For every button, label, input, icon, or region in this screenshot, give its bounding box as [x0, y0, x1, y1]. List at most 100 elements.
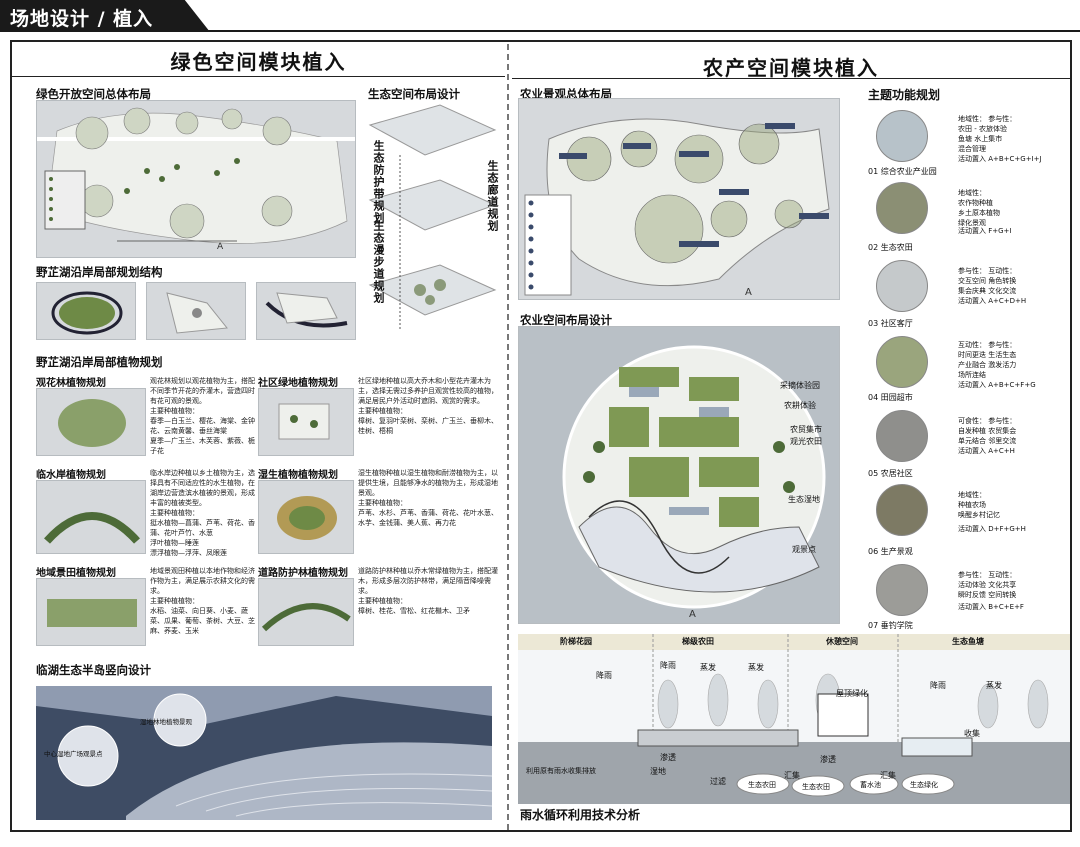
- farm-label-market: 农贸集市: [790, 425, 822, 434]
- theme-text-5: 可食性： 参与性： 自发种植 农贸集会 单元结合 邻里交流: [958, 417, 1017, 445]
- rain-section-diagram: [518, 634, 1070, 804]
- section-farm-landscape: 农业景观总体布局: [520, 87, 612, 101]
- header-rule: [0, 30, 1080, 32]
- theme-act-7: 活动置入 B+C+E+F: [958, 603, 1024, 611]
- section-theme-function: 主题功能规划: [868, 88, 941, 102]
- theme-thumb-6: [876, 484, 928, 536]
- rain-word-14: 汇集: [880, 771, 896, 780]
- rain-word-1: 降雨: [596, 671, 612, 680]
- rain-word-4: 蒸发: [748, 663, 764, 672]
- peninsula-label-center: 中心湿地广场观景点: [44, 750, 103, 758]
- cycle-label-1: 生态农田: [748, 781, 776, 789]
- plant-item-title-2: 社区绿地植物规划: [258, 378, 338, 389]
- rain-word-3: 蒸发: [700, 663, 716, 672]
- theme-text-3: 参与性： 互动性： 交互空间 角色转换 集会庆典 文化交流: [958, 267, 1017, 295]
- theme-name-5: 05 农居社区: [868, 469, 913, 478]
- right-panel-title: 农产空间模块植入: [703, 56, 879, 80]
- green-overall-map: A: [36, 100, 356, 258]
- peninsula-section-svg: [36, 686, 492, 820]
- shore-structure-map-1: [36, 282, 136, 340]
- theme-name-6: 06 生产景观: [868, 547, 913, 556]
- eco-layers-diagram: [360, 100, 505, 350]
- rain-header-3: 休憩空间: [826, 637, 858, 646]
- section-peninsula-vertical: 临湖生态半岛竖向设计: [36, 663, 151, 677]
- farm-label-wetland: 生态湿地: [788, 495, 820, 504]
- eco-label-protection: 生态防护带规划: [372, 140, 385, 224]
- green-overall-svg: A: [37, 107, 355, 252]
- theme-name-3: 03 社区客厅: [868, 319, 913, 328]
- theme-act-6: 活动置入 D+F+G+H: [958, 525, 1026, 533]
- plant-item-note-2: 社区绿地种植以高大乔木和小型花卉灌木为主，选择无需过多养护且观赏性较高的植物，满…: [358, 377, 498, 435]
- theme-text-1: 地域性： 参与性： 农田 - 农旅体验 鱼塘 水上集市 混合管理: [958, 115, 1017, 153]
- header-title: 场地设计 / 植入: [10, 8, 154, 30]
- rain-header-4: 生态鱼塘: [952, 637, 984, 646]
- theme-text-4: 互动性： 参与性： 时间更迭 生活生态 产业融合 激发活力 场所连结: [958, 341, 1017, 379]
- left-title-rule: [12, 76, 505, 77]
- theme-name-2: 02 生态农田: [868, 243, 913, 252]
- cycle-label-4: 生态绿化: [910, 781, 938, 789]
- theme-act-5: 活动置入 A+C+H: [958, 447, 1015, 455]
- rain-word-10: 收集: [964, 729, 980, 738]
- section-rain-cycle: 雨水循环利用技术分析: [520, 808, 641, 822]
- plant-item-title-3: 临水岸植物规划: [36, 470, 106, 481]
- header-banner: 场地设计 / 植入: [0, 0, 210, 32]
- plant-item-map-4: [258, 480, 354, 554]
- shore-structure-map-3: [256, 282, 356, 340]
- farm-label-farming: 农耕体验: [784, 401, 816, 410]
- theme-thumb-5: [876, 410, 928, 462]
- section-eco-layout: 生态空间布局设计: [368, 87, 460, 101]
- rain-word-12: 湿地: [650, 767, 666, 776]
- section-green-overall: 绿色开放空间总体布局: [36, 87, 151, 101]
- section-plant-plan: 野芷湖沿岸局部植物规划: [36, 355, 163, 369]
- rain-word-7: 屋顶绿化: [836, 689, 868, 698]
- theme-name-4: 04 田园超市: [868, 393, 913, 402]
- theme-text-6: 地域性： 种植农场 唤醒乡村记忆: [958, 491, 1000, 519]
- farm-layout-map: A: [518, 326, 840, 624]
- cycle-label-3: 蓄水池: [860, 781, 881, 789]
- center-divider: [507, 44, 509, 830]
- board-frame: [10, 40, 1072, 832]
- theme-name-7: 07 垂钓学院: [868, 621, 913, 630]
- theme-text-2: 地域性： 农作物种植 乡土原本植物 绿化景观: [958, 189, 1000, 227]
- rain-word-9: 渗透: [660, 753, 676, 762]
- farm-label-viewpoint: 观景点: [792, 545, 816, 554]
- svg-text:A: A: [689, 609, 696, 620]
- eco-label-corridor: 生态廊道规划: [486, 160, 499, 232]
- plant-item-title-5: 地域景田植物规划: [36, 568, 116, 579]
- plant-item-title-6: 道路防护林植物规划: [258, 568, 348, 579]
- eco-label-walkway: 生态漫步道规划: [372, 220, 385, 304]
- rain-word-6: 蒸发: [986, 681, 1002, 690]
- farm-label-picking: 采摘体验园: [780, 381, 820, 390]
- underground-label: 利用原有雨水收集排放: [526, 767, 596, 775]
- left-panel-title: 绿色空间模块植入: [170, 50, 347, 74]
- cycle-label-2: 生态农田: [802, 783, 830, 791]
- theme-thumb-7: [876, 564, 928, 616]
- rain-header-2: 梯级农田: [682, 637, 714, 646]
- farm-label-fields: 观光农田: [790, 437, 822, 446]
- theme-thumb-2: [876, 182, 928, 234]
- theme-act-4: 活动置入 A+B+C+F+G: [958, 381, 1036, 389]
- rain-word-5: 降雨: [930, 681, 946, 690]
- peninsula-section-image: [36, 686, 492, 820]
- plant-item-map-6: [258, 578, 354, 646]
- section-farm-layout: 农业空间布局设计: [520, 313, 612, 327]
- plant-item-note-5: 地域景观田种植以本地作物和经济作物为主，满足展示农耕文化的需求。 主要种植植物：…: [150, 567, 255, 635]
- theme-act-3: 活动置入 A+C+D+H: [958, 297, 1027, 305]
- plant-item-map-3: [36, 480, 146, 554]
- plant-item-note-1: 观花林规划以观花植物为主，搭配不同季节开花的乔灌木，营造四时有花可观的景观。 主…: [150, 377, 255, 455]
- rain-word-11: 过滤: [710, 777, 726, 786]
- plant-item-note-6: 道路防护林种植以乔木常绿植物为主，搭配灌木，形成多层次防护林带，满足隔音降噪需求…: [358, 567, 498, 615]
- plant-item-map-5: [36, 578, 146, 646]
- theme-thumb-4: [876, 336, 928, 388]
- svg-text:A: A: [217, 242, 224, 252]
- farm-landscape-svg: A: [524, 118, 830, 298]
- peninsula-label-wetland: 湿地林地植物景观: [140, 718, 192, 726]
- eco-layers-svg: [368, 104, 497, 330]
- theme-text-7: 参与性： 互动性： 活动体验 文化共享 瞬时反馈 空间转换: [958, 571, 1017, 599]
- shore-structure-map-2: [146, 282, 246, 340]
- plant-item-title-4: 湿生植物植物规划: [258, 470, 338, 481]
- section-shore-structure: 野芷湖沿岸局部规划结构: [36, 265, 163, 279]
- theme-act-2: 活动置入 F+G+I: [958, 227, 1012, 235]
- plant-item-map-2: [258, 388, 354, 456]
- rain-section-svg: [518, 634, 1070, 804]
